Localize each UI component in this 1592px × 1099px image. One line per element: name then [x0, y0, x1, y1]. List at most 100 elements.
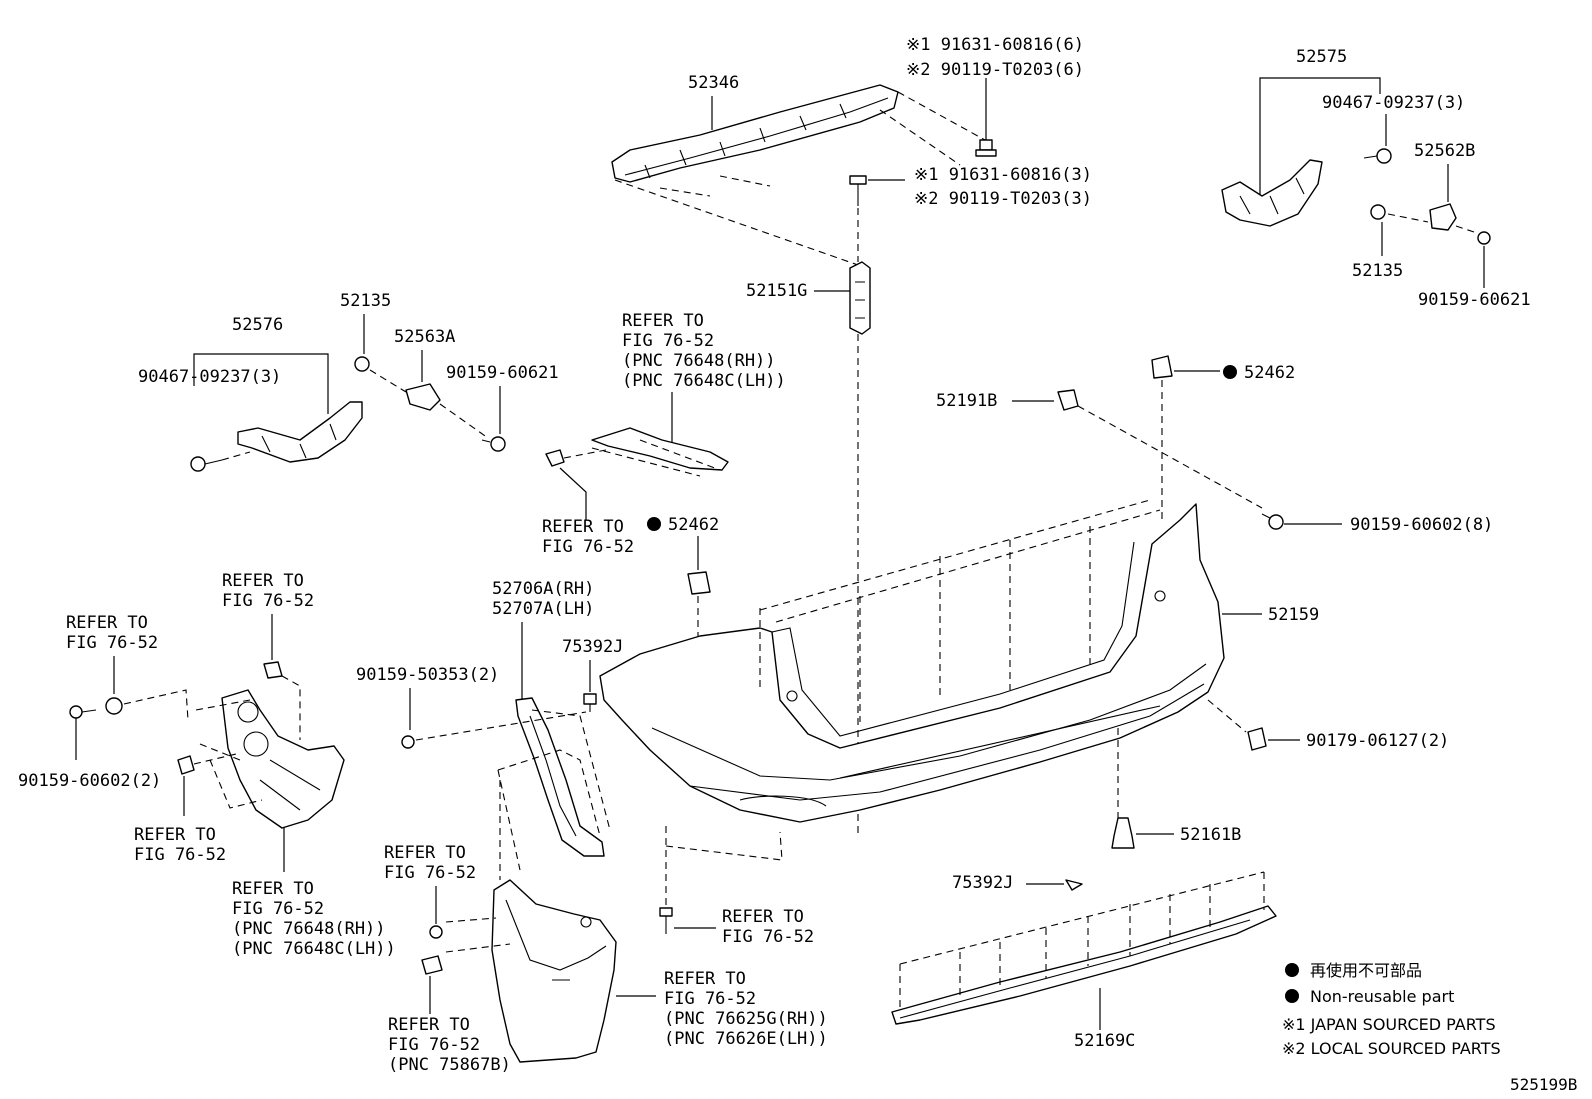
label-ref-top-3: (PNC 76648(RH)) [622, 351, 776, 371]
label-ref-flap-3: (PNC 76625G(RH)) [664, 1009, 828, 1029]
legend-non-reusable-en: Non-reusable part [1310, 987, 1454, 1006]
label-ref-mf3-3: (PNC 75867B) [388, 1055, 511, 1075]
part-52575-bracket [1221, 159, 1323, 227]
legend-non-reusable-jp: 再使用不可部品 [1310, 961, 1422, 980]
label-ref-mid-2: FIG 76-52 [542, 537, 634, 557]
label-ref-flap-2: FIG 76-52 [664, 989, 756, 1009]
label-52706A: 52706A(RH) [492, 579, 594, 599]
part-52169C-molding [891, 871, 1277, 1025]
label-90159-60621-r: 90159-60621 [1418, 290, 1531, 310]
part-52576-bracket [237, 401, 363, 463]
clip-ul-icon [263, 661, 301, 740]
part-52161B-clip [1111, 817, 1135, 849]
bolt-90159-60621-l-icon [481, 436, 506, 452]
bolt-mudflap-icon [429, 925, 443, 939]
diagram-id: 525199B [1510, 1075, 1577, 1094]
part-52462-right-pad [1151, 355, 1173, 379]
label-ref-lb-1: REFER TO [232, 879, 314, 899]
label-52576: 52576 [232, 315, 283, 335]
label-52135-r: 52135 [1352, 261, 1403, 281]
label-ref-mf-2: FIG 76-52 [384, 863, 476, 883]
label-91631-60816-6: ※1 91631-60816(6) [906, 35, 1084, 55]
label-90179-06127: 90179-06127(2) [1306, 731, 1449, 751]
legend: 再使用不可部品 Non-reusable part ※1 JAPAN SOURC… [1282, 961, 1501, 1058]
label-ref-ll-2: FIG 76-52 [134, 845, 226, 865]
legend-note-1: ※1 JAPAN SOURCED PARTS [1282, 1015, 1496, 1034]
label-52462-center: 52462 [668, 515, 719, 535]
label-ref-ul-2: FIG 76-52 [222, 591, 314, 611]
non-reusable-dot-1 [647, 517, 661, 531]
label-ref-top-4: (PNC 76648C(LH)) [622, 371, 786, 391]
part-52159-bumper-cover [599, 499, 1225, 823]
part-75392J-a-clip [583, 693, 597, 712]
label-52346: 52346 [688, 73, 739, 93]
label-52135-l: 52135 [340, 291, 391, 311]
label-ref-flap-1: REFER TO [664, 969, 746, 989]
label-90467-09237-r: 90467-09237(3) [1322, 93, 1465, 113]
part-side-bracket [195, 689, 345, 829]
label-90159-50353: 90159-50353(2) [356, 665, 499, 685]
label-75392J-b: 75392J [952, 873, 1013, 893]
part-52135-r-clip [1370, 204, 1429, 223]
non-reusable-dot-2 [1223, 365, 1237, 379]
label-52191B: 52191B [936, 391, 997, 411]
label-ref-lb-3: (PNC 76648(RH)) [232, 919, 386, 939]
label-90159-60602-8: 90159-60602(8) [1350, 515, 1493, 535]
label-90119-T0203-6: ※2 90119-T0203(6) [906, 60, 1084, 80]
label-90119-T0203-3: ※2 90119-T0203(3) [914, 189, 1092, 209]
legend-dot-jp [1285, 963, 1299, 977]
label-ref-b-2: FIG 76-52 [722, 927, 814, 947]
label-ref-mid-1: REFER TO [542, 517, 624, 537]
label-52707A: 52707A(LH) [492, 599, 594, 619]
label-ref-mf3-1: REFER TO [388, 1015, 470, 1035]
label-ref-l-2: FIG 76-52 [66, 633, 158, 653]
part-52135-l-clip [354, 356, 407, 393]
label-52563A: 52563A [394, 327, 455, 347]
screw-90467-l-icon [190, 451, 251, 472]
label-ref-lb-4: (PNC 76648C(LH)) [232, 939, 396, 959]
label-ref-lb-2: FIG 76-52 [232, 899, 324, 919]
screw-90467-r-icon [1363, 148, 1392, 164]
label-90159-60602-2: 90159-60602(2) [18, 771, 161, 791]
label-91631-60816-3: ※1 91631-60816(3) [914, 165, 1092, 185]
part-reflector-bracket [591, 427, 729, 477]
label-ref-mf-1: REFER TO [384, 843, 466, 863]
label-ref-l-1: REFER TO [66, 613, 148, 633]
legend-dot-en [1285, 989, 1299, 1003]
label-ref-ll-1: REFER TO [134, 825, 216, 845]
bolt-90159-60602-8-icon [1261, 513, 1284, 530]
label-52169C: 52169C [1074, 1031, 1135, 1051]
bolt-91631-icon [975, 78, 997, 157]
label-ref-top-2: FIG 76-52 [622, 331, 714, 351]
label-52161B: 52161B [1180, 825, 1241, 845]
label-52151G: 52151G [746, 281, 807, 301]
label-52462-right: 52462 [1244, 363, 1295, 383]
label-75392J-a: 75392J [562, 637, 623, 657]
clip-mudflap-icon [421, 955, 443, 975]
bolt-90119-icon [849, 175, 905, 262]
label-90159-60621-l: 90159-60621 [446, 363, 559, 383]
part-90179-nut [1207, 699, 1267, 751]
label-52562B: 52562B [1414, 141, 1475, 161]
part-52151G-bracket [849, 261, 871, 335]
label-52159: 52159 [1268, 605, 1319, 625]
legend-note-2: ※2 LOCAL SOURCED PARTS [1282, 1039, 1501, 1058]
part-clip-l [105, 689, 189, 721]
label-90467-09237-l: 90467-09237(3) [138, 367, 281, 387]
label-ref-ul-1: REFER TO [222, 571, 304, 591]
bolt-90159-60621-r-icon [1455, 225, 1491, 245]
label-ref-top-1: REFER TO [622, 311, 704, 331]
part-52191B-clip [1057, 389, 1263, 509]
bolt-bottom-icon [659, 826, 783, 934]
part-75392J-b-clip [1065, 879, 1083, 891]
part-52346-retainer [611, 84, 986, 266]
part-52706A-retainer [497, 697, 611, 871]
label-ref-mf3-2: FIG 76-52 [388, 1035, 480, 1055]
part-52563A-clip [405, 383, 489, 439]
label-ref-b-1: REFER TO [722, 907, 804, 927]
part-mudflap [445, 780, 617, 1063]
label-52575: 52575 [1296, 47, 1347, 67]
part-52562B-clip [1429, 203, 1457, 231]
label-ref-flap-4: (PNC 76626E(LH)) [664, 1029, 828, 1049]
